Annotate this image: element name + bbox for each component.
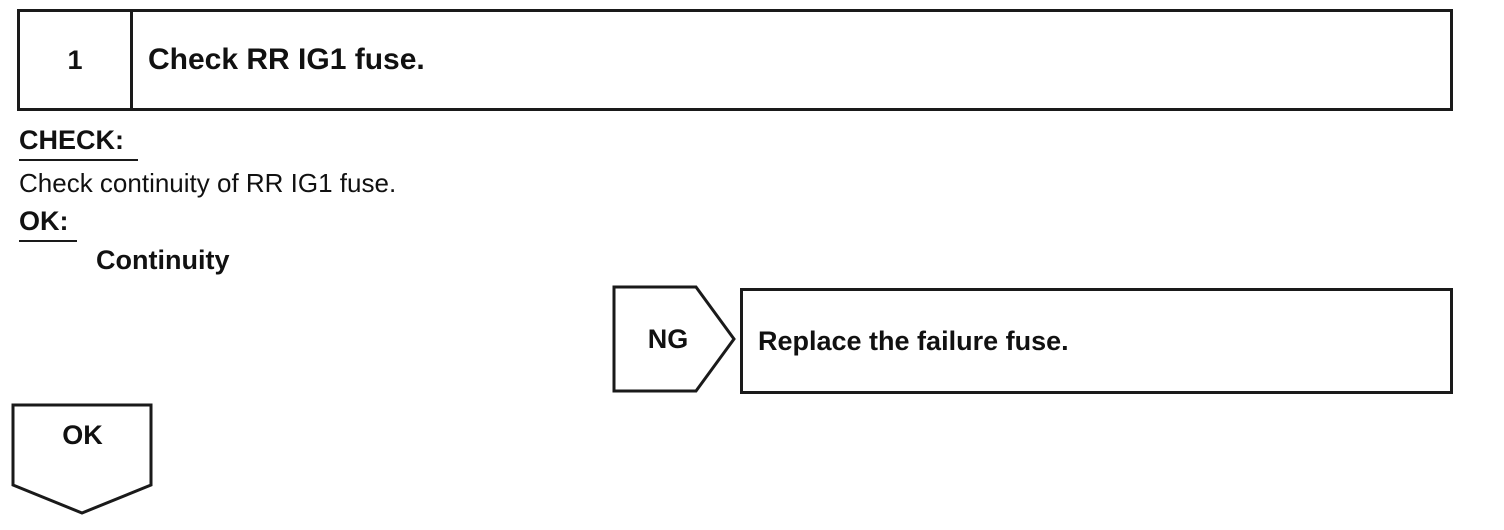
ok-spec-label-underline bbox=[19, 240, 77, 242]
check-label-underline bbox=[19, 159, 138, 161]
step-header: 1 Check RR IG1 fuse. bbox=[17, 9, 1453, 111]
ng-action-box: Replace the failure fuse. bbox=[740, 288, 1453, 394]
step-title: Check RR IG1 fuse. bbox=[148, 43, 425, 76]
check-instruction: Check continuity of RR IG1 fuse. bbox=[19, 168, 397, 198]
ng-branch-label: NG bbox=[647, 323, 689, 354]
ng-action-text: Replace the failure fuse. bbox=[758, 325, 1069, 356]
ng-arrow-icon bbox=[612, 285, 736, 393]
ok-spec-label: OK: bbox=[19, 206, 69, 236]
ok-spec-value: Continuity bbox=[96, 245, 230, 275]
check-label: CHECK: bbox=[19, 125, 124, 155]
ok-arrow-icon bbox=[11, 403, 153, 515]
step-number: 1 bbox=[20, 12, 133, 108]
ok-branch-label: OK bbox=[62, 420, 103, 450]
